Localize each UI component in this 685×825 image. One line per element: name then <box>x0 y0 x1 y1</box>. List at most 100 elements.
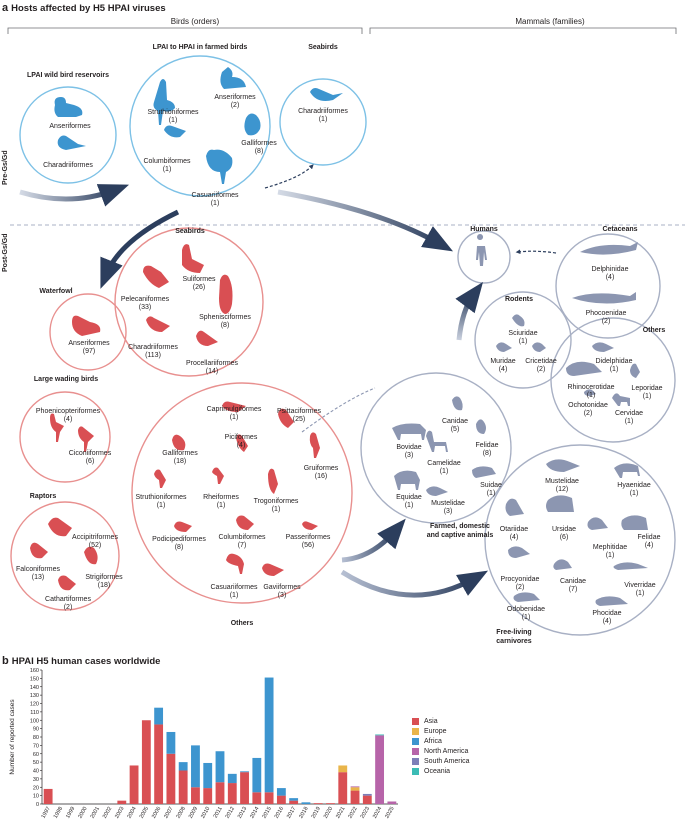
x-tick-label: 2004 <box>126 806 137 820</box>
label-lw2: Charadriiformes <box>43 162 93 169</box>
bar-asia-2023 <box>362 795 372 804</box>
rhea-icon <box>212 467 224 484</box>
label-o9: Podicipediformes(8) <box>152 536 206 551</box>
panel-b-letter: b <box>2 655 9 667</box>
y-tick-label: 10 <box>33 794 39 800</box>
lion-icon <box>621 515 648 530</box>
bar-africa-2016 <box>276 788 286 796</box>
label-f1: Struthioniformes(1) <box>147 109 199 124</box>
bar-africa-2018 <box>301 802 311 804</box>
woodpecker-icon <box>236 434 248 452</box>
x-tick-label: 2015 <box>262 806 273 820</box>
group-seabirds-pre: Seabirds <box>308 44 338 51</box>
horse-icon <box>394 470 420 490</box>
x-tick-label: 2008 <box>176 806 187 820</box>
pre-bird-silhouettes <box>54 67 343 184</box>
eagle-icon <box>48 517 72 537</box>
legend-label: Asia <box>424 717 438 725</box>
label-fa2: Bovidae(3) <box>396 444 422 459</box>
label-om2: Rhinocerotidae(1) <box>567 384 615 399</box>
vulture-icon <box>58 575 76 591</box>
y-tick-label: 160 <box>30 668 39 674</box>
nightjar-icon <box>222 401 246 412</box>
bar-africa-2006 <box>154 707 164 725</box>
shorebird-icon <box>57 135 86 158</box>
loon-icon <box>262 563 284 576</box>
bar-asia-2004 <box>129 765 139 804</box>
circle-waterfowl <box>49 293 127 371</box>
label-o10: Columbiformes(7) <box>218 534 266 549</box>
cassowary-post-icon <box>226 553 244 574</box>
label-fl10: Odobenidae(1) <box>506 606 546 621</box>
x-tick-label: 2003 <box>114 806 125 820</box>
label-s3: Sphenisciformes(8) <box>199 314 251 329</box>
bar-asia-2009 <box>191 787 200 804</box>
label-o13: Gaviiformes(3) <box>263 584 301 599</box>
label-fl3: Otariidae(4) <box>499 526 529 541</box>
x-tick-label: 2005 <box>139 806 150 820</box>
bar-asia-2015 <box>264 792 274 804</box>
label-fl7: Procyonidae(2) <box>500 576 540 591</box>
label-r1: Accipitriformes(52) <box>72 534 118 549</box>
panel-a-letter: a <box>2 2 9 14</box>
legend-label: North America <box>424 747 469 755</box>
dove-icon <box>236 515 254 530</box>
label-o7: Rheiformes(1) <box>203 494 239 509</box>
label-fa5: Equidae(1) <box>396 494 422 509</box>
ostrich-post-icon <box>154 469 166 488</box>
bar-asia-2008 <box>178 770 188 804</box>
group-raptors: Raptors <box>29 493 57 500</box>
arrow-pre-to-post <box>100 209 180 289</box>
legend-item: North America <box>412 746 470 756</box>
cormorant-icon <box>182 244 204 273</box>
bar-asia-2012 <box>227 783 237 804</box>
label-c1: Delphinidae(4) <box>591 266 629 281</box>
weasel-icon <box>546 459 580 472</box>
x-tick-label: 2000 <box>77 806 88 820</box>
rhino-icon <box>566 361 602 376</box>
label-fa1: Canidae(5) <box>441 418 469 433</box>
porpoise-icon <box>572 292 636 304</box>
x-tick-label: 1997 <box>41 806 52 820</box>
y-tick-label: 140 <box>30 685 39 691</box>
label-wd2: Ciconiiformes(6) <box>68 450 112 465</box>
gull-icon <box>310 88 343 101</box>
chicken-icon <box>244 113 261 136</box>
bar-africa-2007 <box>166 731 176 754</box>
civet-icon <box>613 562 648 570</box>
birds-bracket <box>7 27 363 34</box>
bar-africa-2010 <box>203 762 213 789</box>
dashed-arrow-cetacean-human <box>515 249 557 255</box>
x-tick-label: 2014 <box>249 806 260 820</box>
y-tick-label: 60 <box>33 752 39 758</box>
waterfowl-duck-icon <box>72 315 101 336</box>
circle-raptors <box>10 501 120 611</box>
label-fl4: Ursidae(6) <box>551 526 577 541</box>
bar-asia-2020 <box>326 803 335 804</box>
label-o11: Passeriformes(56) <box>285 534 331 549</box>
group-others-mammals: Others <box>642 327 666 334</box>
trogon-icon <box>268 468 278 494</box>
label-r4: Cathartiformes(2) <box>45 596 91 611</box>
pelican-icon <box>143 265 169 288</box>
cassowary-icon <box>206 149 233 184</box>
legend-label: South America <box>424 757 470 765</box>
panel-a-title-text: Hosts affected by H5 HPAI viruses <box>11 3 166 14</box>
label-fa4: Camelidae(1) <box>427 460 461 475</box>
opossum-icon <box>592 342 614 352</box>
group-cetaceans: Cetaceans <box>602 226 638 233</box>
label-fa6: Suidae(1) <box>480 482 502 497</box>
x-tick-label: 2024 <box>372 806 383 820</box>
circle-humans <box>457 230 511 284</box>
circle-seabirds-pre <box>279 78 367 166</box>
mammals-bracket <box>369 27 677 34</box>
sea-lion-icon <box>505 498 524 516</box>
hamster-icon <box>532 342 546 352</box>
pig-icon <box>472 466 496 478</box>
y-tick-label: 110 <box>30 710 39 716</box>
